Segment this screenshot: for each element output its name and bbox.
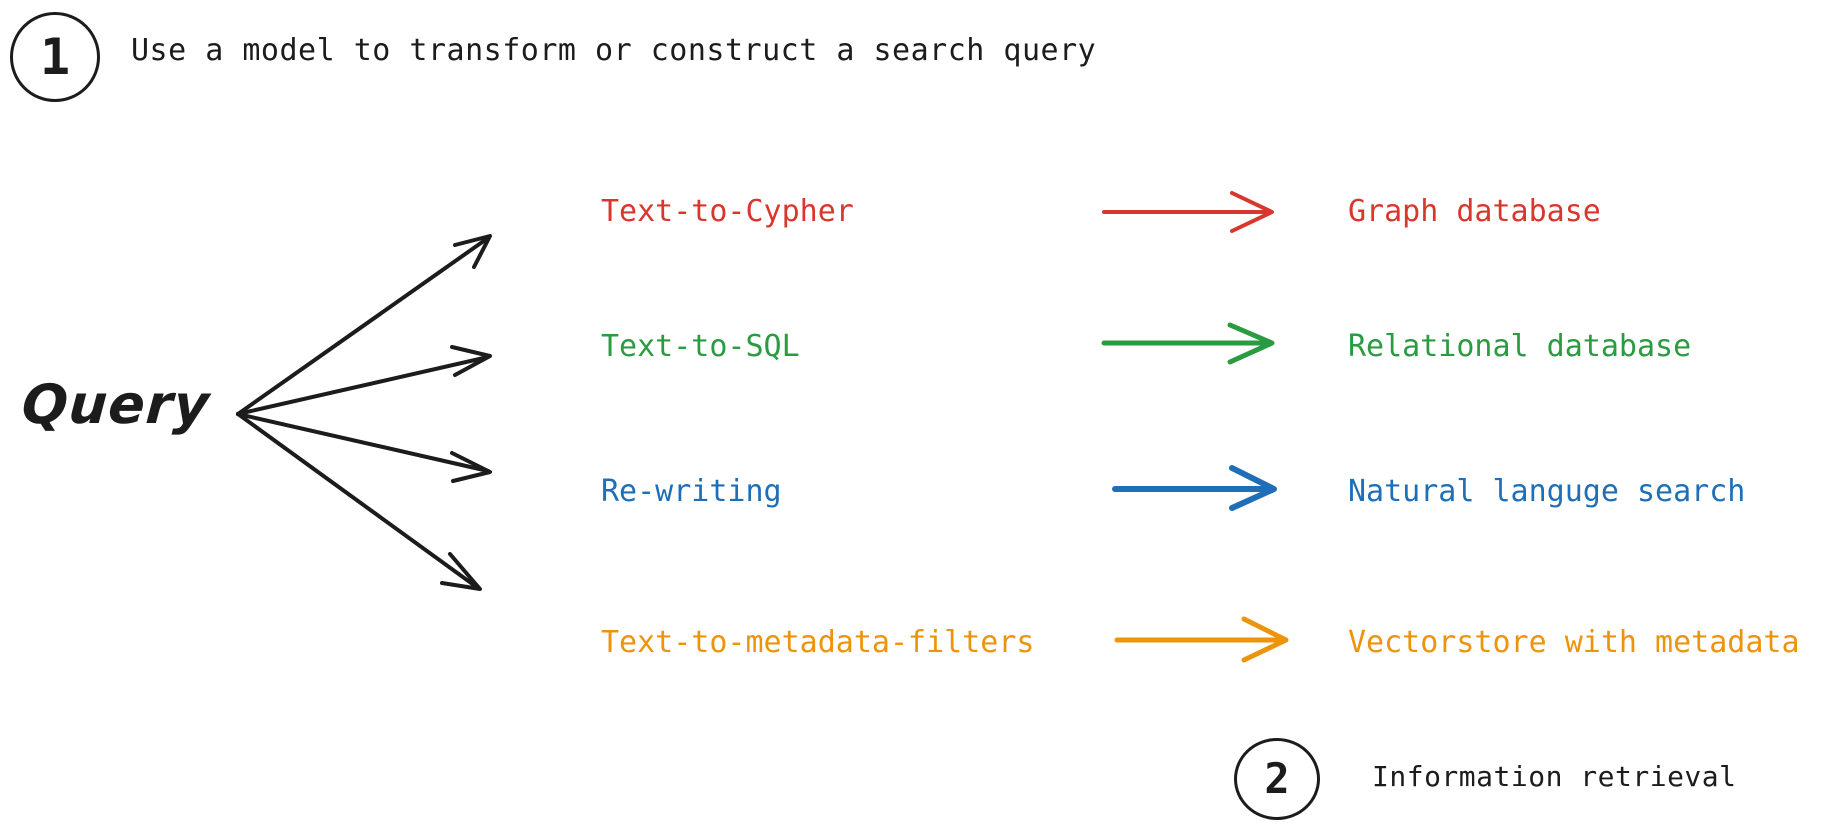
query-source-label: Query [19,373,213,436]
technique-label-text-to-sql: Text-to-SQL [601,329,800,364]
target-label-vectorstore-with-metadata: Vectorstore with metadata [1348,625,1800,660]
row-arrow-2 [1112,465,1277,511]
fan-arrow-group [236,234,492,591]
step-caption-2: Information retrieval [1372,760,1737,793]
technique-label-re-writing: Re-writing [601,474,782,509]
fan-arrow-3 [236,412,492,483]
step-badge-2: 2 [1234,738,1320,820]
technique-label-text-to-metadata-filters: Text-to-metadata-filters [601,625,1035,660]
row-arrow-1 [1101,322,1275,365]
step-caption-1: Use a model to transform or construct a … [131,33,1097,68]
fan-arrow-2 [236,345,492,416]
step-badge-1: 1 [10,12,100,102]
target-label-natural-language-search: Natural languge search [1348,474,1746,509]
row-arrow-3 [1114,616,1289,663]
fan-arrow-1 [236,234,492,416]
target-label-relational-database: Relational database [1348,329,1692,364]
technique-label-text-to-cypher: Text-to-Cypher [601,194,854,229]
row-arrow-0 [1102,191,1274,233]
fan-arrow-4 [236,412,482,591]
target-label-graph-database: Graph database [1348,194,1601,229]
